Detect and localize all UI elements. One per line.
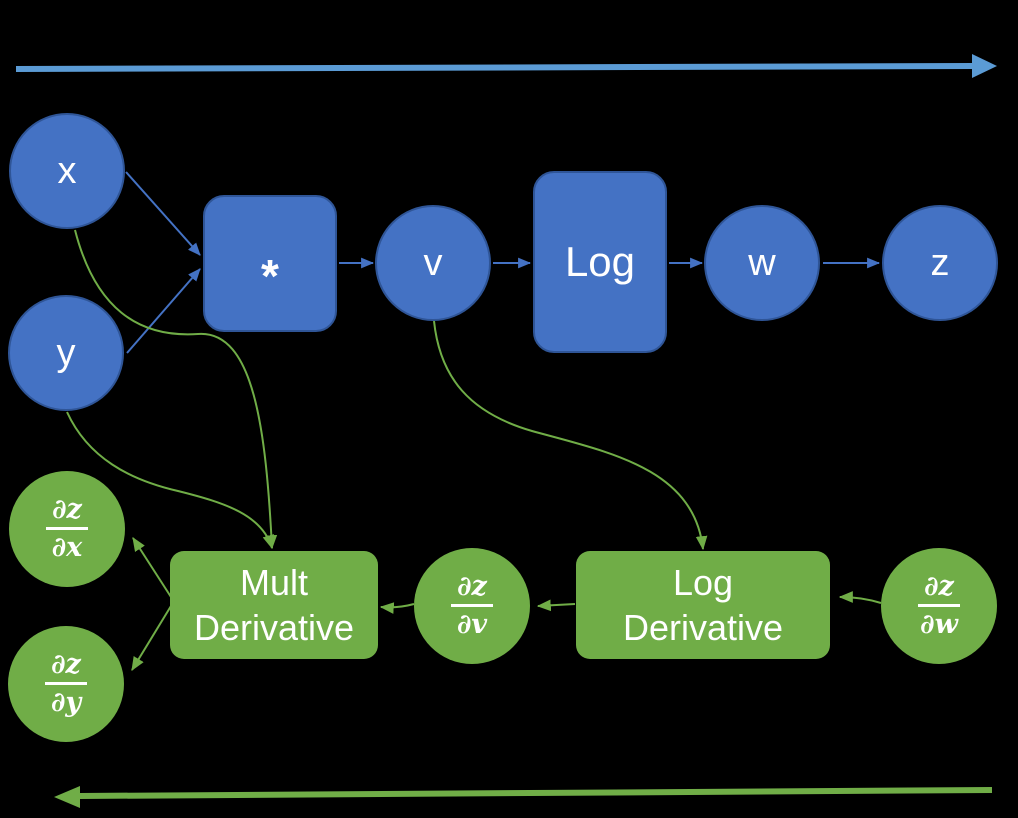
dz-dw-fraction: ∂z ∂w	[918, 570, 960, 640]
dz-dv-numerator: ∂z	[457, 570, 487, 602]
node-dz-dy: ∂z ∂y	[8, 626, 124, 742]
node-w: w	[704, 205, 820, 321]
node-mult-derivative: Mult Derivative	[170, 551, 378, 659]
fraction-bar	[918, 604, 960, 607]
dz-dw-denominator: ∂w	[920, 609, 958, 640]
log-derivative-label-line1: Log	[672, 562, 734, 603]
dz-dy-numerator: ∂z	[51, 648, 81, 680]
backward-pass-arrowhead-icon	[54, 786, 80, 808]
node-y: y	[8, 295, 124, 411]
node-w-label: w	[748, 242, 776, 284]
edge-dz-dv-to-mult-derivative	[379, 602, 415, 614]
node-log-op-label: Log	[564, 238, 636, 285]
fraction-bar	[451, 604, 493, 607]
node-z: z	[882, 205, 998, 321]
mult-derivative-label-line1: Mult	[239, 562, 308, 603]
node-y-label: y	[56, 332, 76, 374]
edge-y-to-mult-derivative	[66, 411, 274, 550]
log-derivative-label-line2: Derivative	[622, 607, 784, 648]
dz-dv-denominator: ∂v	[456, 609, 488, 640]
dz-dw-numerator: ∂z	[924, 570, 954, 602]
mult-derivative-label-line2: Derivative	[193, 607, 355, 648]
node-x: x	[9, 113, 125, 229]
edge-x-to-mult-derivative	[74, 229, 278, 550]
edge-v-to-log-derivative	[433, 320, 708, 551]
node-mult-op: *	[203, 195, 337, 332]
node-z-label: z	[930, 242, 950, 284]
edge-y-to-mult-op	[126, 268, 201, 354]
forward-pass-arrow-shaft	[15, 63, 974, 72]
node-mult-op-label: *	[261, 249, 279, 302]
dz-dx-fraction: ∂z ∂x	[46, 493, 88, 563]
node-v: v	[375, 205, 491, 321]
fraction-bar	[46, 527, 88, 530]
edge-mult-derivative-to-dz-dy	[131, 605, 172, 671]
edge-x-to-mult-op	[125, 171, 201, 256]
dz-dy-denominator: ∂y	[50, 687, 82, 718]
dz-dx-numerator: ∂z	[52, 493, 82, 525]
node-log-op: Log	[533, 171, 667, 353]
fraction-bar	[45, 682, 87, 685]
dz-dx-denominator: ∂x	[51, 532, 83, 563]
node-dz-dw: ∂z ∂w	[881, 548, 997, 664]
dz-dy-fraction: ∂z ∂y	[45, 648, 87, 718]
dz-dv-fraction: ∂z ∂v	[451, 570, 493, 640]
node-v-label: v	[423, 242, 443, 284]
edge-mult-derivative-to-dz-dx	[132, 537, 172, 598]
node-dz-dx: ∂z ∂x	[9, 471, 125, 587]
node-dz-dv: ∂z ∂v	[414, 548, 530, 664]
forward-pass-arrowhead-icon	[972, 54, 997, 78]
node-log-derivative: Log Derivative	[576, 551, 830, 659]
edge-log-derivative-to-dz-dv	[536, 599, 576, 612]
node-x-label: x	[57, 150, 77, 192]
backward-pass-arrow-shaft	[79, 787, 993, 799]
edge-dz-dw-to-log-derivative	[838, 591, 882, 604]
